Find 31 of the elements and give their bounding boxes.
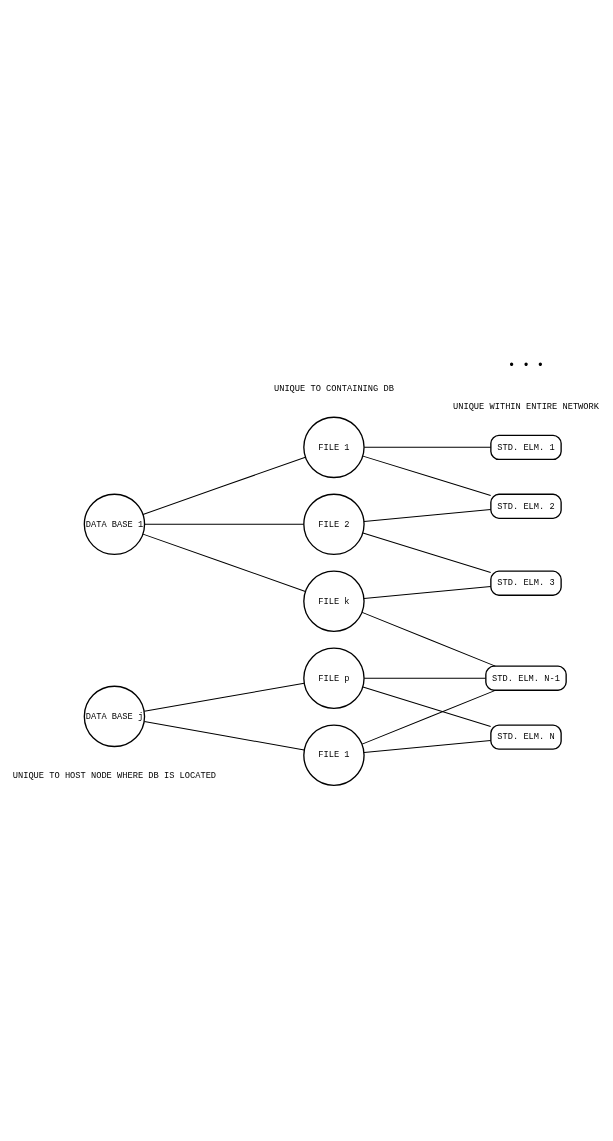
- node-circle: FILE k: [303, 570, 365, 633]
- connector: [361, 689, 496, 745]
- connector: [363, 586, 492, 599]
- label: UNIQUE WITHIN ENTIRE NETWORK: [453, 401, 599, 412]
- connector: [362, 455, 492, 497]
- connector: [361, 611, 496, 667]
- node-box: STD. ELM. N-1: [485, 665, 567, 691]
- connector: [143, 682, 305, 712]
- connector: [142, 456, 306, 515]
- connector: [363, 509, 492, 523]
- connector: [142, 533, 306, 592]
- node-box: STD. ELM. 3: [490, 570, 562, 596]
- node-box: STD. ELM. 2: [490, 493, 562, 519]
- connector: [362, 532, 492, 573]
- node-circle: FILE 1: [303, 416, 365, 479]
- label: UNIQUE TO HOST NODE WHERE DB IS LOCATED: [12, 770, 217, 781]
- connector: [363, 677, 487, 679]
- node-circle: DATA BASE 1: [83, 493, 146, 556]
- node-circle: DATA BASE j: [83, 685, 146, 748]
- connector: [363, 739, 492, 753]
- node-circle: FILE 1: [303, 724, 365, 786]
- connector: [143, 721, 305, 751]
- label: • • •: [507, 358, 545, 373]
- node-box: STD. ELM. 1: [490, 434, 562, 461]
- node-circle: FILE 2: [303, 493, 365, 556]
- connector: [363, 446, 492, 448]
- label: UNIQUE TO CONTAINING DB: [273, 383, 394, 394]
- node-box: STD. ELM. N: [490, 724, 562, 750]
- node-circle: FILE p: [303, 647, 365, 710]
- connector: [362, 686, 492, 727]
- connector: [144, 523, 305, 525]
